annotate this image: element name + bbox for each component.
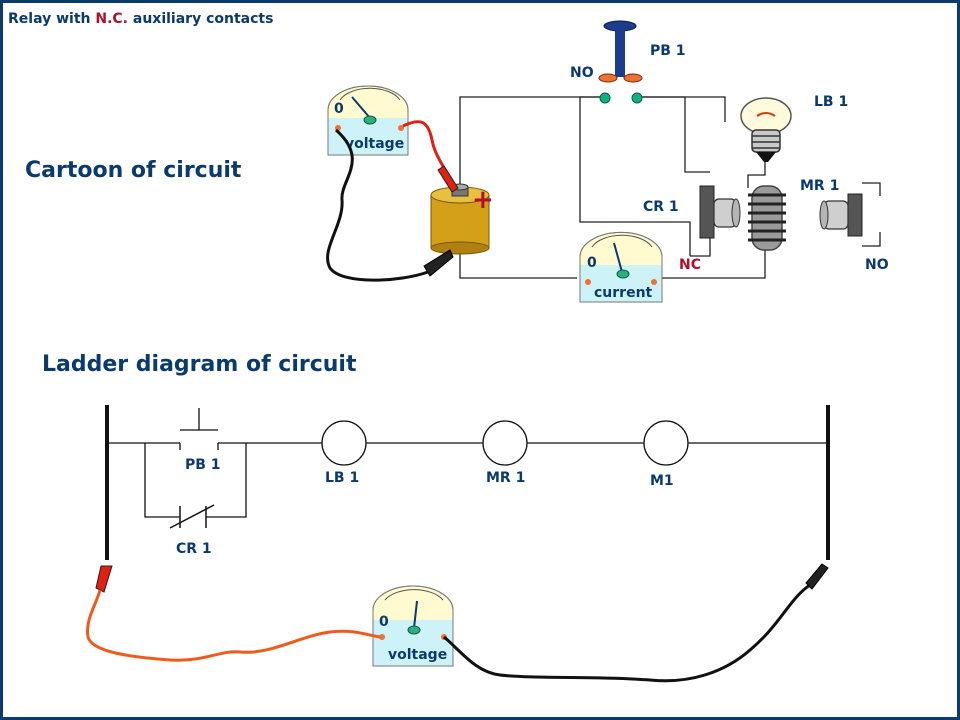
wire-pb-to-lamp: [637, 96, 726, 122]
battery-plus-sign: +: [472, 185, 494, 215]
wire-no-bottom: [862, 232, 881, 247]
ladder-cr1-nc-symbol: [169, 504, 215, 529]
ladder-mr1-symbol: [482, 420, 528, 466]
cartoon-voltmeter-label: voltage: [345, 136, 404, 152]
cartoon-red-lead: [402, 120, 448, 173]
ladder-lb1-symbol: [321, 420, 367, 466]
cartoon-voltmeter: [327, 85, 409, 156]
nc-contact-cr1: [699, 185, 741, 239]
cartoon-red-probe: [437, 165, 459, 193]
cartoon-circuit: PB 1 NO LB 1 MR 1 CR 1 NC: [326, 20, 889, 303]
ladder-lb-label: LB 1: [325, 470, 359, 486]
battery: [430, 183, 490, 255]
cartoon-black-lead: [326, 128, 429, 282]
cartoon-ammeter-label: current: [594, 285, 653, 301]
ladder-black-lead: [443, 583, 811, 683]
ladder-pb1-symbol: [179, 408, 219, 450]
cartoon-no-right-label: NO: [865, 257, 889, 273]
cartoon-pb-label: PB 1: [650, 43, 686, 59]
cartoon-mr-label: MR 1: [800, 178, 839, 194]
wire-nc-branch: [579, 96, 691, 256]
ladder-heading: Ladder diagram of circuit: [42, 352, 357, 377]
ladder-pb-label: PB 1: [185, 457, 221, 473]
wire-nc-lower: [690, 230, 711, 257]
title-highlight: N.C.: [95, 11, 128, 27]
ladder-black-probe: [805, 563, 829, 590]
ladder-orange-lead: [85, 589, 381, 662]
wire-no-top: [862, 182, 881, 196]
wire-ammeter-to-battery: [459, 248, 577, 279]
title-suffix: auxiliary contacts: [128, 11, 274, 27]
lightbulb-lb1: [740, 97, 792, 162]
relay-coil-mr1: [748, 185, 786, 251]
wire-nc-upper: [637, 96, 710, 173]
ladder-voltmeter: [372, 585, 454, 667]
ladder-voltmeter-zero: 0: [379, 614, 389, 630]
ladder-mr-label: MR 1: [486, 470, 525, 486]
wire-lamp-to-coil: [747, 160, 766, 188]
ladder-red-probe: [95, 565, 113, 593]
slide-title: Relay with N.C. auxiliary contacts: [8, 11, 273, 27]
cartoon-ammeter-zero: 0: [587, 255, 597, 271]
cartoon-ammeter: [579, 231, 663, 303]
title-prefix: Relay with: [8, 11, 96, 27]
cartoon-black-probe: [423, 249, 454, 277]
cartoon-nc-label: NC: [679, 257, 701, 273]
cartoon-cr-label: CR 1: [643, 199, 679, 215]
cartoon-lb-label: LB 1: [814, 94, 848, 110]
wire-coil-to-ammeter: [662, 250, 766, 279]
no-contact: [819, 193, 863, 237]
ladder-voltmeter-label: voltage: [388, 647, 447, 663]
pushbutton-pb1[interactable]: [598, 20, 643, 104]
branch-right: [206, 443, 247, 518]
ladder-diagram: PB 1 CR 1 LB 1 MR 1 M1 0: [85, 405, 830, 683]
wire-battery-to-pb: [459, 96, 605, 225]
ladder-cr-label: CR 1: [176, 541, 212, 557]
cartoon-voltmeter-zero: 0: [334, 101, 344, 117]
ladder-m1-symbol: [643, 420, 689, 466]
cartoon-heading: Cartoon of circuit: [25, 158, 242, 183]
cartoon-no-top-label: NO: [570, 65, 594, 81]
ladder-m-label: M1: [650, 473, 674, 489]
branch-left: [144, 443, 180, 518]
